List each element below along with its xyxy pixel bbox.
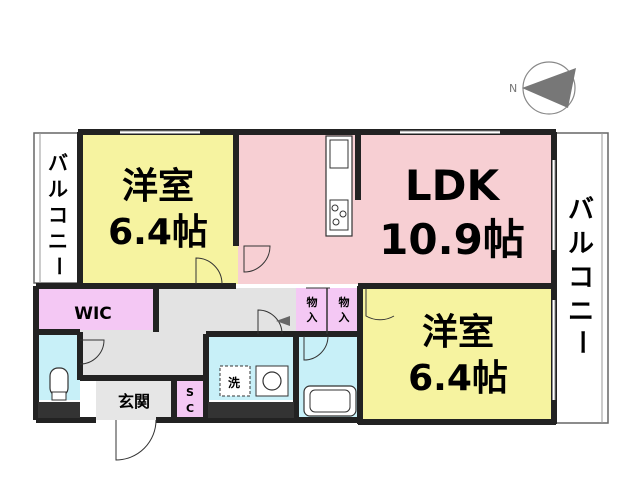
storage-1-label-2: 入 [307, 311, 318, 324]
kitchen-counter [325, 135, 353, 237]
western-room-right-name: 洋室 [422, 312, 494, 353]
ldk-size: 10.9帖 [379, 215, 525, 264]
toilet-icon [49, 367, 69, 401]
washbasin-icon [255, 365, 289, 397]
shoe-closet-label-2: C [186, 402, 194, 415]
washer-label: 洗 [228, 375, 240, 390]
balcony-left-char: バ [48, 151, 68, 175]
compass-arrow-icon [522, 68, 576, 108]
wash-floor-strip [208, 402, 294, 418]
western-room-left-name: 洋室 [122, 166, 194, 207]
window-frames [120, 130, 556, 400]
washer-icon [219, 365, 251, 397]
entrance-area [96, 378, 174, 420]
wic-label: WIC [74, 304, 112, 324]
western-room-right [360, 288, 552, 422]
balcony-right-char: ー [566, 329, 596, 355]
balcony-left-char: ル [48, 177, 68, 201]
balcony-left-char: コ [48, 203, 68, 227]
ldk-room [238, 134, 552, 284]
balcony-right-char: コ [568, 263, 594, 293]
western-room-left-size: 6.4帖 [108, 212, 208, 253]
balcony-left [33, 132, 79, 284]
balcony-right-label: バ ル コ ニ ー [566, 195, 596, 355]
balcony-left-char: ー [47, 256, 71, 276]
storage-area [296, 288, 360, 334]
balcony-right-char: バ [568, 195, 594, 225]
shoe-closet [176, 378, 206, 420]
sink-icon [329, 139, 349, 169]
hall [80, 330, 208, 378]
corridor-arrow-icon [276, 316, 290, 326]
bathtub-icon [303, 385, 357, 417]
door-swings [79, 245, 395, 461]
compass: N [509, 61, 576, 115]
balcony-right-char: ル [568, 229, 594, 259]
balcony-left-char: ニ [48, 229, 68, 253]
storage-1-label-1: 物 [307, 295, 318, 309]
stove-icon [329, 199, 349, 231]
storage-2-label-1: 物 [339, 295, 350, 309]
western-room-left [80, 134, 238, 284]
ldk-name: LDK [405, 161, 501, 210]
western-room-right-size: 6.4帖 [408, 358, 508, 399]
shoe-closet-label-1: S [186, 386, 194, 399]
north-label: N [509, 82, 517, 95]
toilet-floor-strip [38, 402, 80, 418]
balcony-right-char: ニ [568, 297, 594, 327]
entrance-label: 玄関 [118, 392, 150, 411]
balcony-left-label: バ ル コ ニ ー [47, 151, 71, 276]
storage-2-label-2: 入 [339, 311, 350, 324]
wic-room [38, 288, 156, 330]
windows [120, 130, 556, 400]
